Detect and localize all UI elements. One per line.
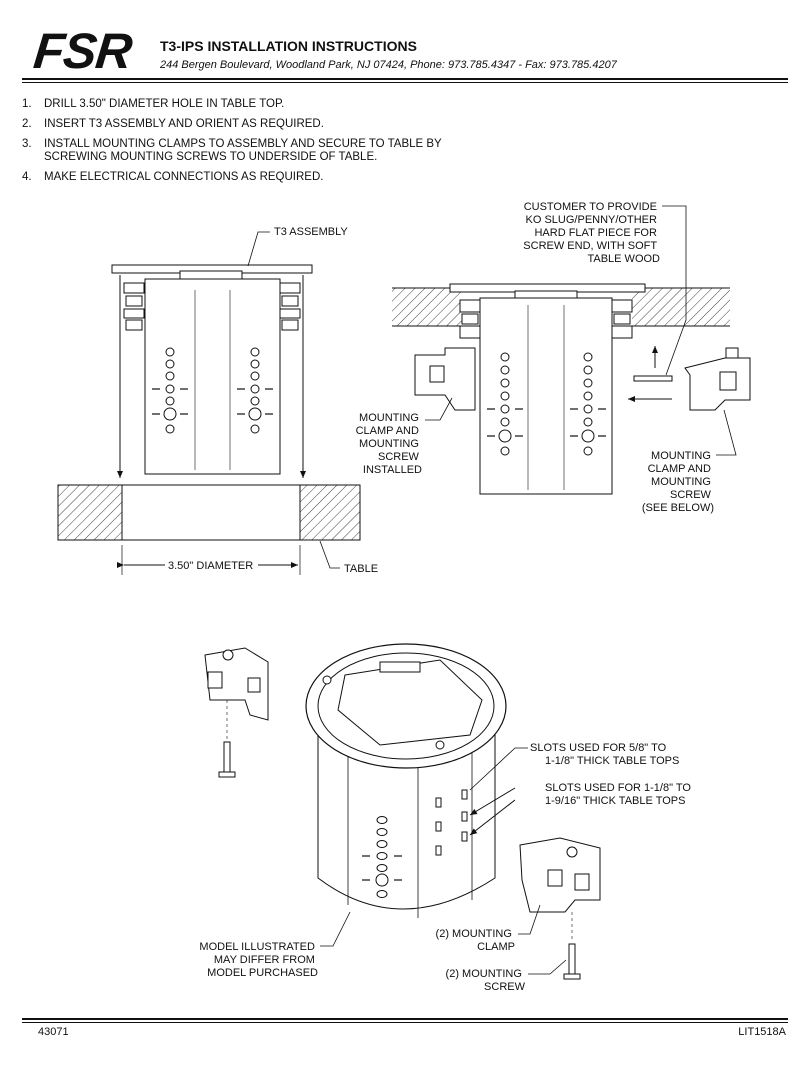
document-title: T3-IPS INSTALLATION INSTRUCTIONS (160, 38, 417, 54)
footer-rule (22, 1018, 788, 1020)
installed-diagram: CUSTOMER TO PROVIDE KO SLUG/PENNY/OTHER … (356, 201, 751, 514)
clamp-see-below-label: MOUNTING CLAMP AND MOUNTING SCREW (SEE B… (642, 450, 714, 514)
literature-code: LIT1518A (738, 1026, 786, 1038)
step-item: 3.INSTALL MOUNTING CLAMPS TO ASSEMBLY AN… (22, 138, 442, 163)
company-address: 244 Bergen Boulevard, Woodland Park, NJ … (160, 59, 617, 71)
step-item: 1.DRILL 3.50" DIAMETER HOLE IN TABLE TOP… (22, 98, 285, 110)
step-item: 4.MAKE ELECTRICAL CONNECTIONS AS REQUIRE… (22, 171, 324, 183)
t3-assembly-label: T3 ASSEMBLY (274, 226, 348, 238)
screw-count-label: (2) MOUNTING SCREW (446, 968, 526, 993)
step-item: 2.INSERT T3 ASSEMBLY AND ORIENT AS REQUI… (22, 118, 324, 130)
slots-58-label: SLOTS USED FOR 5/8" TO 1-1/8" THICK TABL… (530, 742, 679, 767)
assembly-drop-diagram: 3.50" DIAMETER TABLE T3 ASSEMBLY (57, 226, 378, 575)
slots-118-label: SLOTS USED FOR 1-1/8" TO 1-9/16" THICK T… (545, 782, 694, 807)
clamp-installed-label: MOUNTING CLAMP AND MOUNTING SCREW INSTAL… (356, 412, 422, 476)
instruction-steps: 1.DRILL 3.50" DIAMETER HOLE IN TABLE TOP… (22, 98, 482, 191)
customer-note: CUSTOMER TO PROVIDE KO SLUG/PENNY/OTHER … (523, 201, 660, 265)
isometric-view: SLOTS USED FOR 5/8" TO 1-1/8" THICK TABL… (199, 643, 694, 993)
footer-rule-thin (22, 1022, 788, 1023)
table-label: TABLE (344, 563, 378, 575)
header-rule-thin (22, 82, 788, 83)
diameter-label: 3.50" DIAMETER (168, 560, 253, 572)
model-note: MODEL ILLUSTRATED MAY DIFFER FROM MODEL … (199, 941, 318, 979)
header-rule (22, 78, 788, 80)
document-number: 43071 (38, 1026, 69, 1038)
clamp-count-label: (2) MOUNTING CLAMP (436, 928, 515, 953)
